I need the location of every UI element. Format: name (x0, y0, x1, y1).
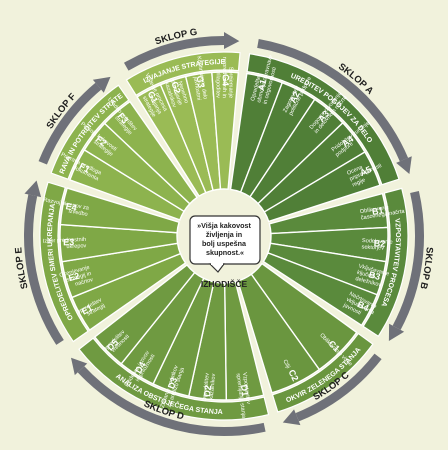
quote-bubble-tail (208, 263, 226, 273)
center-quote: »Višja kakovost življenja in bolj uspešn… (197, 221, 253, 257)
step-wedge-g4 (211, 71, 240, 190)
step-wedge-c2 (236, 273, 321, 394)
arrow-head-e (24, 180, 42, 198)
step-wedge-f3 (103, 100, 199, 205)
step-code-b4: B4 (356, 299, 371, 313)
step-text-d2: Opredelitevkazalnikov (202, 373, 217, 403)
step-code-g1: G1 (146, 90, 160, 105)
step-wedge-e4 (59, 187, 180, 234)
quote-bubble (189, 215, 261, 265)
step-code-a5: A5 (358, 164, 373, 178)
step-code-d2: D2 (202, 385, 213, 397)
center-label: IZHODIŠČE (201, 278, 248, 289)
center-quote-line-4: skupnost.« (206, 248, 244, 257)
step-code-b1: B1 (371, 205, 384, 217)
arrow-head-f (92, 76, 111, 93)
arrow-head-c (282, 409, 301, 426)
arrow-band-b (392, 191, 424, 330)
step-wedge-b4 (262, 251, 379, 327)
step-code-c2: C2 (286, 368, 300, 383)
step-code-a2: A2 (288, 90, 302, 105)
center-quote-line-2: življenja in (206, 230, 242, 239)
arrow-head-g (224, 32, 240, 49)
step-text-d1: Vzpostavitevspremljanja stanja (235, 372, 253, 419)
arrow-head-b (388, 323, 405, 342)
step-wedge-d5 (93, 263, 196, 365)
band-e (39, 181, 89, 343)
step-code-b3: B3 (368, 269, 382, 282)
arrow-band-d (77, 366, 266, 436)
arrow-ring (24, 32, 424, 436)
step-text-c2: Cilji (281, 359, 290, 370)
band-a (246, 53, 400, 186)
band-d (78, 337, 270, 421)
step-code-e4: E4 (65, 201, 78, 213)
step-code-d3: D3 (166, 376, 179, 390)
arrow-band-f (38, 82, 102, 165)
center-quote-line-1: »Višja kakovost (197, 221, 251, 230)
step-text-b2: Sodelovanjesektorjev (361, 238, 392, 252)
step-code-d1: D1 (239, 384, 250, 397)
step-code-f1: F1 (78, 161, 92, 175)
band-c (271, 332, 374, 413)
step-code-e3: E3 (63, 237, 74, 247)
arrow-band-e (24, 194, 64, 345)
arrow-head-a (396, 156, 412, 174)
step-wedge-a5 (263, 151, 381, 223)
arrow-head-d (71, 357, 88, 376)
step-text-g4: Sprejemanjenepredvidenih inprilagoditev (215, 57, 234, 98)
center-hub: »Višja kakovost življenja in bolj uspešn… (189, 215, 261, 289)
step-code-g3: G3 (195, 75, 207, 88)
arrow-band-g (124, 36, 224, 71)
step-code-g2: G2 (169, 80, 182, 95)
band-b (362, 187, 409, 338)
step-code-e2: E2 (67, 271, 80, 284)
step-code-a1: A1 (256, 78, 269, 92)
band-f (50, 84, 130, 180)
step-text-a1: Opredelitevobmočja obravnavein odgovorno… (250, 53, 280, 105)
step-text-e3: Izbor prednostnihukrepov (43, 237, 87, 251)
step-code-b2: B2 (374, 238, 386, 249)
center-quote-line-3: bolj uspešna (202, 239, 247, 248)
arrow-band-c (295, 353, 382, 422)
step-code-e1: E1 (80, 303, 94, 317)
step-code-g4: G4 (221, 74, 231, 86)
band-g (125, 51, 241, 97)
